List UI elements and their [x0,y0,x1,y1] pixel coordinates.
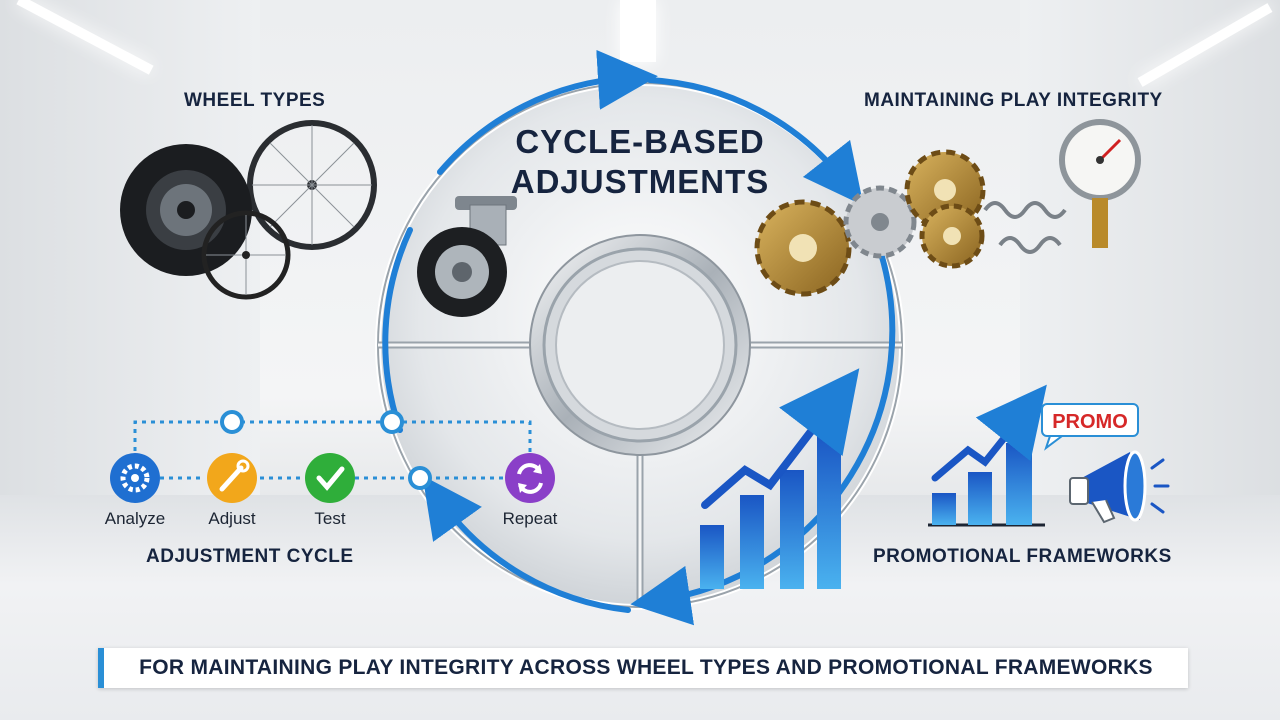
play-integrity-heading: MAINTAINING PLAY INTEGRITY [864,90,1163,111]
center-title: CYCLE-BASED ADJUSTMENTS [470,122,810,202]
center-title-line1: CYCLE-BASED [515,123,765,160]
growth-chart-image [700,368,860,589]
bottom-banner-text: FOR MAINTAINING PLAY INTEGRITY ACROSS WH… [139,656,1153,679]
promo-badge: PROMO [1041,403,1139,451]
step-label-repeat: Repeat [502,509,558,528]
gear-icon [110,453,160,503]
step-label-test: Test [314,509,346,528]
refresh-icon [505,453,555,503]
wheel-types-heading: WHEEL TYPES [184,90,326,111]
check-icon [305,453,355,503]
adjustment-cycle-heading: ADJUSTMENT CYCLE [146,546,354,567]
step-label-adjust: Adjust [208,509,256,528]
cycle-flow-nodes [220,410,432,490]
caster-wheel-image [417,196,517,317]
promo-badge-label: PROMO [1052,411,1128,433]
cycle-arrows [382,49,896,626]
wrench-icon [207,453,257,503]
promotional-frameworks-heading: PROMOTIONAL FRAMEWORKS [873,546,1172,567]
promo-chart-image [928,384,1047,527]
step-label-analyze: Analyze [104,509,166,528]
gears-gauge-image [754,119,1141,297]
center-title-line2: ADJUSTMENTS [510,163,770,200]
wheel-types-image [120,120,377,300]
step-icons [110,453,555,503]
bottom-banner: FOR MAINTAINING PLAY INTEGRITY ACROSS WH… [98,648,1188,688]
megaphone-icon [1069,450,1170,524]
